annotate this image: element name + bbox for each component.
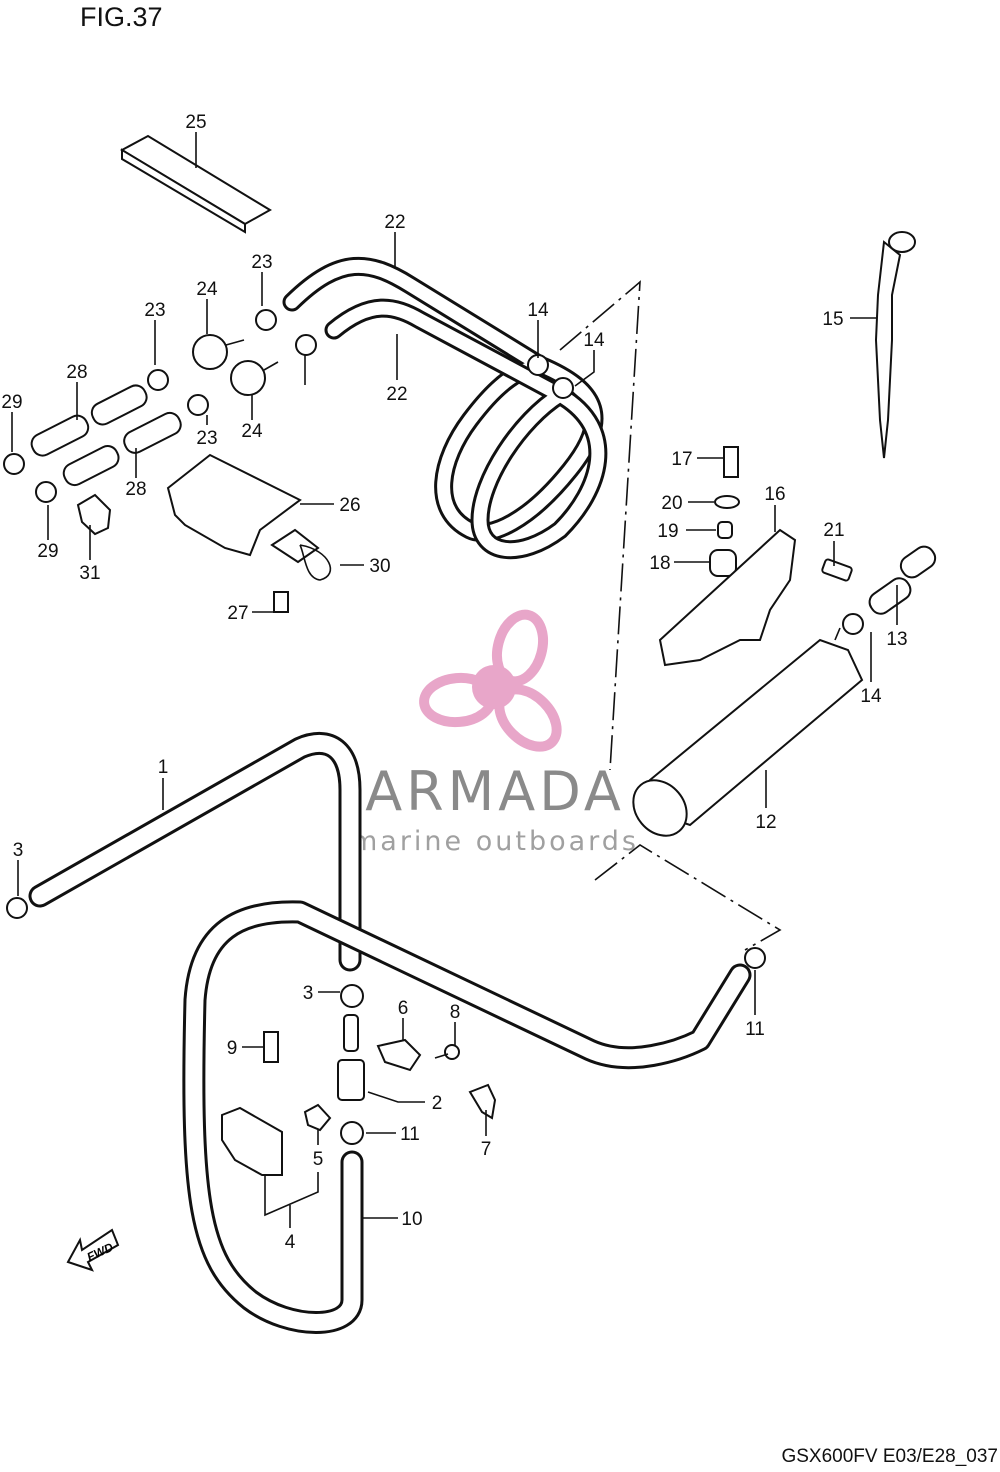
callout-22-bottom: 22 (386, 384, 407, 405)
watermark: ARMADA marine outboards (351, 609, 639, 857)
watermark-brand: ARMADA (365, 760, 625, 823)
propeller-logo-icon (419, 609, 562, 752)
callout-23-left: 23 (144, 300, 165, 321)
callout-10: 10 (401, 1209, 422, 1230)
callout-28-top: 28 (66, 362, 87, 383)
part-15-cable-tie (874, 231, 916, 459)
callout-19: 19 (657, 521, 678, 542)
callout-16: 16 (764, 484, 785, 505)
callout-22-top: 22 (384, 212, 405, 233)
watermark-tagline: marine outboards (351, 826, 639, 857)
callout-24-bottom: 24 (241, 421, 263, 442)
callout-26: 26 (339, 495, 360, 516)
callout-24-top: 24 (196, 279, 218, 300)
callout-17: 17 (671, 449, 692, 470)
figure-title: FIG.37 (80, 2, 163, 32)
callout-20: 20 (661, 493, 682, 514)
callout-3-left: 3 (13, 840, 24, 861)
callout-23-mid: 23 (196, 428, 217, 449)
callout-31: 31 (79, 563, 100, 584)
callout-25: 25 (185, 112, 206, 133)
callout-27: 27 (227, 603, 248, 624)
callout-14-b: 14 (583, 330, 605, 351)
callout-23-top: 23 (251, 252, 272, 273)
callout-13: 13 (886, 629, 907, 650)
part-25-pad (119, 134, 272, 234)
callout-5: 5 (313, 1149, 324, 1170)
leader-lines (11, 132, 898, 1228)
callout-labels: 25 22 23 24 23 22 14 14 15 28 29 23 24 2… (1, 112, 907, 1253)
part-22-hoses (282, 256, 608, 560)
part-28-hoses-left (30, 384, 182, 487)
callout-21: 21 (823, 520, 844, 541)
callout-6: 6 (398, 998, 409, 1019)
callout-3-mid: 3 (303, 983, 314, 1004)
callout-2: 2 (432, 1093, 443, 1114)
diagram-code: GSX600FV E03/E28_037 (781, 1446, 998, 1467)
part-12-canister (632, 627, 864, 837)
callout-30: 30 (369, 556, 390, 577)
fwd-arrow-icon: FWD (66, 1228, 120, 1272)
upper-right-parts (658, 446, 937, 667)
callout-12: 12 (755, 812, 776, 833)
callout-14-c: 14 (860, 686, 882, 707)
callout-1: 1 (158, 757, 169, 778)
part-1-hose (28, 732, 362, 972)
callout-29-top: 29 (1, 392, 22, 413)
callout-14-a: 14 (527, 300, 549, 321)
callout-18: 18 (649, 553, 670, 574)
callout-4: 4 (285, 1232, 296, 1253)
callout-8: 8 (450, 1002, 461, 1023)
callout-11-mid: 11 (400, 1124, 420, 1145)
callout-7: 7 (481, 1139, 492, 1160)
callout-28-bottom: 28 (125, 479, 146, 500)
part-24-valves (192, 334, 279, 396)
part-26-holder (76, 453, 332, 613)
callout-9: 9 (227, 1038, 238, 1059)
callout-15: 15 (822, 309, 843, 330)
callout-11-right: 11 (745, 1019, 765, 1040)
callout-29-bottom: 29 (37, 541, 58, 562)
fwd-label: FWD (85, 1240, 116, 1264)
connection-lines (559, 280, 782, 951)
part-10-hose (182, 900, 752, 1334)
lower-parts (221, 1014, 497, 1176)
clamp-icons (3, 309, 864, 1145)
